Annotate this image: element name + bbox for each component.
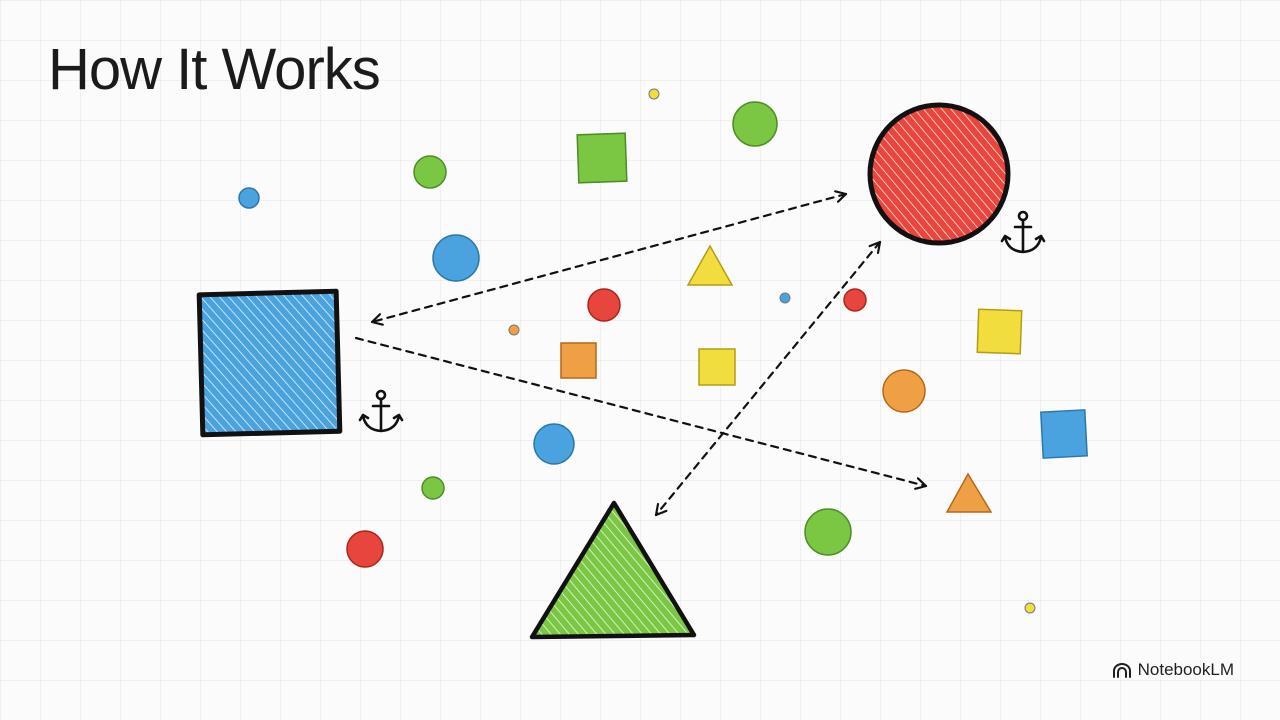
red-circle (867, 102, 1011, 246)
tiny-dot-yellow (648, 88, 660, 100)
blue-square (196, 288, 343, 438)
small-circle-orange (882, 369, 926, 413)
connection-red-circle-green-triangle (654, 240, 882, 517)
connection-red-circle-blue-square (370, 190, 848, 326)
brand-name: NotebookLM (1137, 660, 1234, 679)
green-triangle (529, 500, 697, 640)
small-circle-green (732, 101, 778, 147)
small-square-orange (560, 342, 597, 379)
tiny-dot-yellow (1024, 602, 1036, 614)
small-circle-red (346, 530, 384, 568)
small-square-yellow (976, 308, 1023, 355)
small-square-blue (1040, 409, 1088, 459)
orange-triangle (945, 472, 993, 513)
anchor-icon (358, 389, 404, 433)
anchor-icon (1000, 210, 1046, 254)
connection-blue-square-orange-triangle (354, 336, 928, 490)
small-circle-green (413, 155, 447, 189)
small-square-green (576, 132, 628, 184)
small-circle-blue (238, 187, 260, 209)
small-circle-blue (432, 234, 480, 282)
small-triangle-yellow (686, 244, 734, 286)
small-circle-green (804, 508, 852, 556)
slide-title: How It Works (48, 37, 381, 102)
small-circle-blue (533, 423, 575, 465)
small-circle-red (587, 288, 621, 322)
small-square-yellow (698, 348, 736, 386)
small-circle-red (843, 288, 867, 312)
small-circle-green (421, 476, 445, 500)
tiny-dot-blue (779, 292, 791, 304)
notebooklm-logo-icon (1112, 663, 1131, 678)
notebooklm-brand: NotebookLM (1112, 660, 1234, 680)
tiny-dot-orange (508, 324, 520, 336)
connections (354, 190, 928, 517)
